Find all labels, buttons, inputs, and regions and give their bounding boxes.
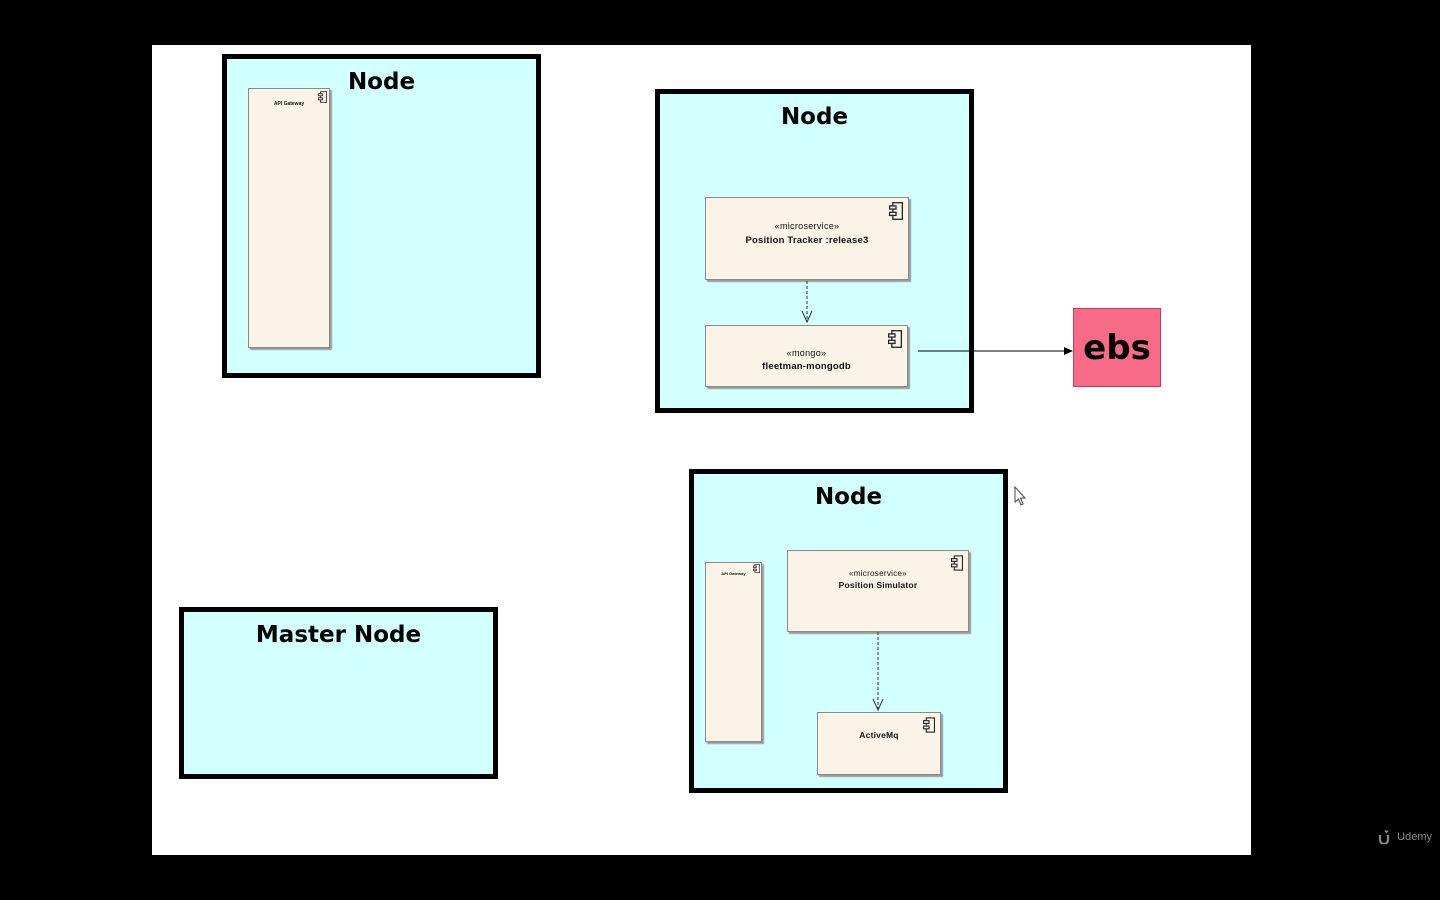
component-name: fleetman-mongodb xyxy=(762,361,851,372)
fleetman-mongodb-component: «mongo» fleetman-mongodb xyxy=(705,325,908,387)
udemy-logo-icon xyxy=(1379,830,1390,844)
component-name: Position Simulator xyxy=(838,580,918,590)
component-name: API Gateway xyxy=(273,101,305,107)
position-tracker-component: «microservice» Position Tracker :release… xyxy=(705,197,909,280)
component-stereotype: «mongo» xyxy=(786,348,827,358)
component-name: Position Tracker :release3 xyxy=(745,235,869,246)
component-name: ActiveMq xyxy=(859,730,899,740)
node-title: Node xyxy=(780,104,849,130)
activemq-component: ActiveMq xyxy=(817,712,941,775)
node-title: Master Node xyxy=(255,622,422,648)
uml-component-icon xyxy=(889,202,903,220)
association-mongodb-to-ebs xyxy=(918,347,1073,355)
uml-component-icon xyxy=(753,564,760,573)
uml-component-icon xyxy=(318,91,327,103)
api-gateway-component: API Gateway xyxy=(248,88,330,348)
dependency-simulator-to-activemq xyxy=(872,632,884,712)
uml-component-icon xyxy=(888,330,902,348)
api-gateway-component: API Gateway xyxy=(705,562,762,742)
uml-component-icon xyxy=(951,555,963,571)
ebs-volume: ebs xyxy=(1073,308,1161,387)
uml-component-icon xyxy=(923,717,935,733)
watermark: Udemy xyxy=(1378,830,1432,844)
position-simulator-component: «microservice» Position Simulator xyxy=(787,550,969,632)
node-title: Node xyxy=(814,484,883,510)
master-node: Master Node xyxy=(179,607,498,779)
component-name: API Gateway xyxy=(721,571,746,576)
component-stereotype: «microservice» xyxy=(849,569,907,578)
dependency-tracker-to-mongodb xyxy=(801,281,813,324)
watermark-text: Udemy xyxy=(1397,831,1432,843)
component-stereotype: «microservice» xyxy=(774,221,840,231)
mouse-cursor-icon xyxy=(1014,485,1027,506)
node-title: Node xyxy=(347,69,416,95)
